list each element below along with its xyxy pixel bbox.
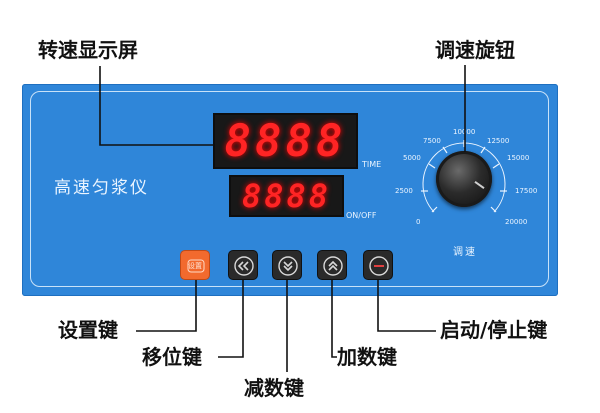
shift-button[interactable] xyxy=(228,250,258,280)
double-chevron-up-icon xyxy=(323,256,343,276)
speed-knob[interactable] xyxy=(436,151,492,207)
knob-label: 调速 xyxy=(453,247,477,258)
scale-label-2500: 2500 xyxy=(395,187,413,195)
scale-label-10000: 10000 xyxy=(453,128,476,136)
scale-label-5000: 5000 xyxy=(403,154,421,162)
double-chevron-left-icon xyxy=(234,256,254,276)
set-button-label: 设置 xyxy=(188,262,202,270)
shift-key-callout: 移位键 xyxy=(142,345,202,369)
scale-label-17500: 17500 xyxy=(515,187,538,195)
set-button[interactable]: 设置 xyxy=(180,250,210,280)
set-key-callout: 设置键 xyxy=(58,318,118,342)
onoff-label: ON/OFF xyxy=(346,211,377,220)
increase-button[interactable] xyxy=(317,250,347,280)
scale-label-15000: 15000 xyxy=(507,154,530,162)
speed-display-callout: 转速显示屏 xyxy=(38,38,138,62)
time-digits: 8888 xyxy=(241,177,332,215)
decrease-button[interactable] xyxy=(272,250,302,280)
scale-label-7500: 7500 xyxy=(423,137,441,145)
start-stop-key-callout: 启动/停止键 xyxy=(440,318,548,342)
double-chevron-down-icon xyxy=(278,256,298,276)
time-display: 8888 xyxy=(229,175,344,217)
start-stop-button[interactable] xyxy=(363,250,393,280)
minus-icon xyxy=(369,256,389,276)
increase-key-callout: 加数键 xyxy=(337,345,397,369)
knob-indicator xyxy=(474,181,485,189)
speed-digits: 8888 xyxy=(224,115,347,167)
device-name: 高速匀浆仪 xyxy=(54,178,149,198)
speed-knob-callout: 调速旋钮 xyxy=(435,38,515,62)
scale-label-20000: 20000 xyxy=(505,218,528,226)
panel-inner-border xyxy=(30,91,549,287)
scale-label-0: 0 xyxy=(416,218,421,226)
time-label: TIME xyxy=(362,160,382,169)
set-icon xyxy=(187,259,205,273)
speed-display: 8888 xyxy=(213,113,358,169)
decrease-key-callout: 减数键 xyxy=(244,376,304,400)
scale-label-12500: 12500 xyxy=(487,137,510,145)
